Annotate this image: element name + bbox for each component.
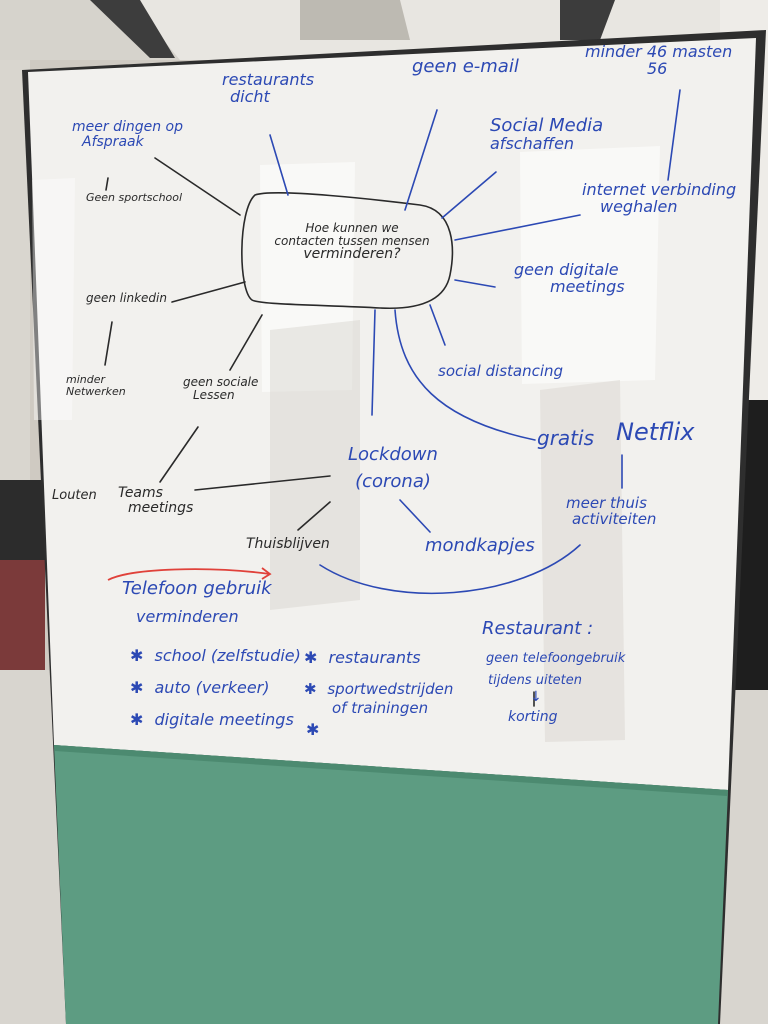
restaurant-line-3: korting: [508, 709, 558, 725]
note-restaurants-dicht-line-2: dicht: [230, 86, 270, 106]
bullet-icon: ✱: [130, 646, 144, 665]
note-meer-thuis: meer thuis activiteiten: [566, 494, 657, 528]
note-sociale-lessen-line-1: geen sociale: [183, 375, 259, 389]
note-social-media-line-1: Social Media: [490, 115, 604, 136]
list-right-item-2-text: sportwedstrijden: [327, 680, 454, 698]
central-question-line-2: contacten tussen mensen: [274, 233, 430, 248]
note-digitale-meetings: geen digitale meetings: [514, 260, 625, 296]
note-minder-netwerken-line-2: Netwerken: [66, 384, 126, 398]
note-internet-line-1: internet verbinding: [582, 180, 737, 199]
note-louten: Louten: [52, 488, 97, 503]
telefoon-heading: Telefoon gebruik verminderen: [122, 578, 272, 626]
list-left-item-3-text: digitale meetings: [154, 710, 294, 729]
note-social-distancing: social distancing: [438, 362, 564, 380]
list-right-item-3: of trainingen: [332, 699, 429, 717]
list-left-item-1-text: school (zelfstudie): [154, 646, 301, 665]
note-restaurants-dicht-line-1: restaurants: [222, 70, 315, 89]
bullet-icon: ✱: [130, 678, 144, 697]
note-sociale-lessen-line-2: Lessen: [193, 387, 235, 402]
note-geen-email: geen e-mail: [412, 56, 519, 77]
note-internet: internet verbinding weghalen: [582, 180, 737, 216]
note-netflix: Netflix: [616, 418, 695, 446]
bullet-icon: ✱: [304, 648, 318, 667]
note-thuisblijven: Thuisblijven: [246, 536, 330, 552]
note-social-media: Social Media afschaffen: [490, 115, 604, 153]
list-left-item-1: ✱ school (zelfstudie): [130, 646, 301, 665]
note-lockdown-line-1: Lockdown: [348, 444, 438, 465]
note-minder-masten-line-2: 56: [647, 58, 668, 78]
note-internet-line-2: weghalen: [600, 196, 678, 216]
restaurant-heading: Restaurant :: [482, 618, 594, 639]
note-minder-netwerken: minder Netwerken: [66, 374, 126, 397]
list-right-item-1-text: restaurants: [328, 648, 421, 667]
note-meer-thuis-line-2: activiteiten: [572, 509, 657, 528]
bullet-icon: ✱: [304, 680, 317, 698]
note-social-media-line-2: afschaffen: [490, 133, 575, 153]
list-right-item-1: ✱ restaurants: [304, 648, 421, 667]
note-meer-dingen-line-1: meer dingen op: [72, 119, 183, 135]
note-minder-netwerken-line-1: minder: [66, 373, 106, 386]
arrow-down-icon: ↓: [530, 689, 542, 705]
list-left-item-2: ✱ auto (verkeer): [130, 678, 270, 697]
note-geen-linkedin: geen linkedin: [86, 291, 167, 305]
note-minder-masten: minder 46 masten 56: [585, 42, 733, 78]
list-right-item-2: ✱ sportwedstrijden: [304, 680, 454, 698]
note-meer-thuis-line-1: meer thuis: [566, 494, 647, 512]
note-meer-dingen-line-2: Afspraak: [82, 133, 144, 150]
note-mondkapjes: mondkapjes: [425, 535, 535, 556]
list-left-item-2-text: auto (verkeer): [154, 678, 270, 697]
note-digitale-meetings-line-1: geen digitale: [514, 260, 619, 279]
list-right-bullet-empty: ✱: [306, 720, 320, 739]
note-teams-meetings-line-2: meetings: [128, 499, 194, 516]
note-restaurants-dicht: restaurants dicht: [222, 70, 315, 106]
bullet-icon: ✱: [130, 710, 144, 729]
note-lockdown: Lockdown (corona): [348, 444, 438, 492]
telefoon-heading-line-1: Telefoon gebruik: [122, 578, 272, 599]
note-meer-dingen: meer dingen op Afspraak: [72, 120, 183, 149]
note-sociale-lessen: geen sociale Lessen: [183, 376, 258, 401]
note-digitale-meetings-line-2: meetings: [550, 276, 625, 296]
note-gratis: gratis: [537, 426, 594, 450]
note-lockdown-line-2: (corona): [355, 470, 431, 492]
restaurant-line-2: tijdens uiteten: [488, 673, 582, 688]
telefoon-heading-line-2: verminderen: [136, 606, 239, 626]
restaurant-line-1: geen telefoongebruik: [486, 651, 626, 666]
note-geen-sportschool: Geen sportschool: [86, 191, 183, 204]
note-teams-meetings-line-1: Teams: [118, 485, 163, 501]
list-left-item-3: ✱ digitale meetings: [130, 710, 294, 729]
central-question: Hoe kunnen we contacten tussen mensen ve…: [252, 222, 452, 262]
central-question-line-1: Hoe kunnen we: [305, 221, 399, 235]
note-teams-meetings: Teams meetings: [118, 486, 193, 515]
note-minder-masten-line-1: minder 46 masten: [585, 42, 733, 61]
central-question-line-3: verminderen?: [303, 246, 401, 263]
